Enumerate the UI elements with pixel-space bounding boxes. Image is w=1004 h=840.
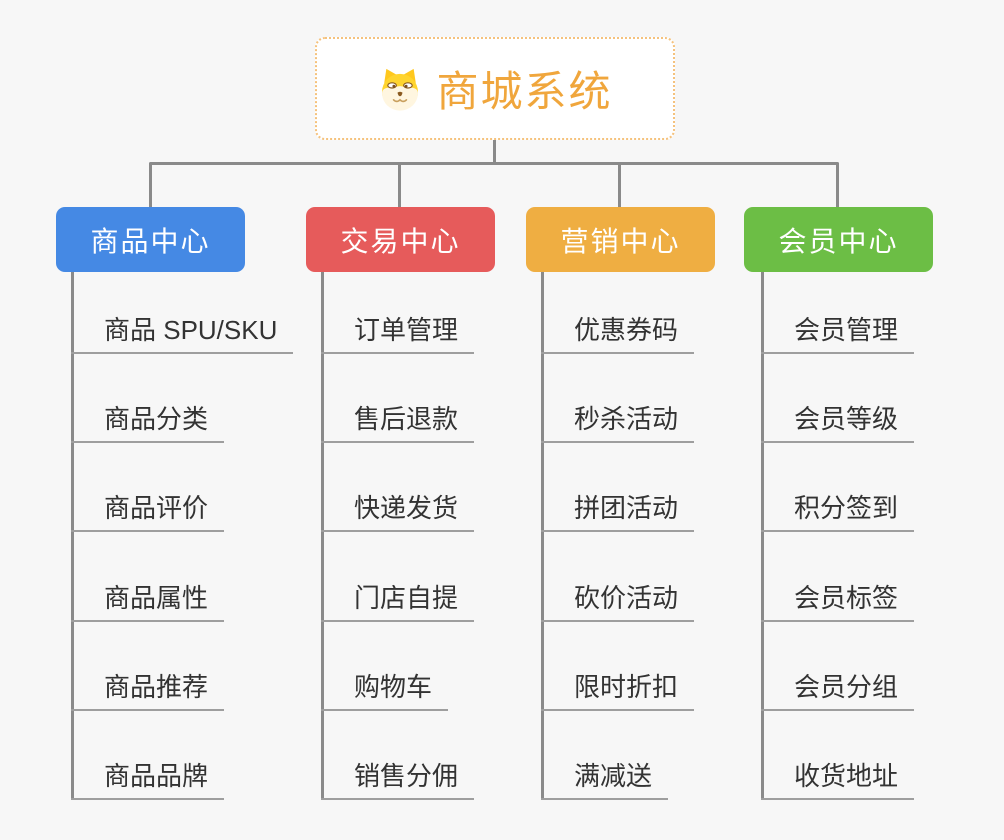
topic-node[interactable]: 门店自提	[321, 583, 475, 622]
branch-node-trade-center[interactable]: 交易中心	[306, 207, 495, 272]
branch-node-product-center[interactable]: 商品中心	[56, 207, 245, 272]
connector-line	[541, 272, 544, 800]
topic-node[interactable]: 优惠券码	[541, 315, 695, 354]
topic-node[interactable]: 快递发货	[321, 493, 475, 532]
topic-node[interactable]: 拼团活动	[541, 493, 695, 532]
topic-node[interactable]: 会员标签	[761, 583, 915, 622]
branch-node-marketing-center[interactable]: 营销中心	[526, 207, 715, 272]
topic-node[interactable]: 商品 SPU/SKU	[71, 315, 294, 354]
topic-node[interactable]: 砍价活动	[541, 583, 695, 622]
connector-line	[836, 163, 839, 207]
topic-node[interactable]: 购物车	[321, 672, 449, 711]
connector-line	[71, 272, 74, 800]
root-node-title: 商城系统	[436, 68, 613, 115]
topic-node[interactable]: 商品评价	[71, 493, 225, 532]
connector-line	[493, 140, 496, 164]
topic-node[interactable]: 秒杀活动	[541, 404, 695, 443]
connector-line	[321, 272, 324, 800]
topic-node[interactable]: 商品品牌	[71, 761, 225, 800]
branch-node-label: 营销中心	[560, 225, 681, 257]
topic-node[interactable]: 销售分佣	[321, 761, 475, 800]
connector-line	[149, 162, 839, 165]
topic-node[interactable]: 订单管理	[321, 315, 475, 354]
connector-line	[618, 163, 621, 207]
topic-node[interactable]: 商品分类	[71, 404, 225, 443]
topic-node[interactable]: 积分签到	[761, 493, 915, 532]
topic-node[interactable]: 会员等级	[761, 404, 915, 443]
topic-node[interactable]: 商品推荐	[71, 672, 225, 711]
topic-node[interactable]: 限时折扣	[541, 672, 695, 711]
root-node[interactable]: 商城系统	[315, 37, 675, 140]
topic-node[interactable]: 会员管理	[761, 315, 915, 354]
branch-node-label: 交易中心	[340, 225, 461, 257]
topic-node[interactable]: 商品属性	[71, 583, 225, 622]
branch-node-member-center[interactable]: 会员中心	[744, 207, 933, 272]
topic-node[interactable]: 售后退款	[321, 404, 475, 443]
dog-face-icon	[382, 68, 419, 111]
topic-node[interactable]: 会员分组	[761, 672, 915, 711]
topic-node[interactable]: 收货地址	[761, 761, 915, 800]
connector-line	[398, 163, 401, 207]
connector-line	[761, 272, 764, 800]
branch-node-label: 商品中心	[90, 225, 211, 257]
topic-node[interactable]: 满减送	[541, 761, 669, 800]
connector-line	[149, 163, 152, 207]
branch-node-label: 会员中心	[778, 225, 899, 257]
